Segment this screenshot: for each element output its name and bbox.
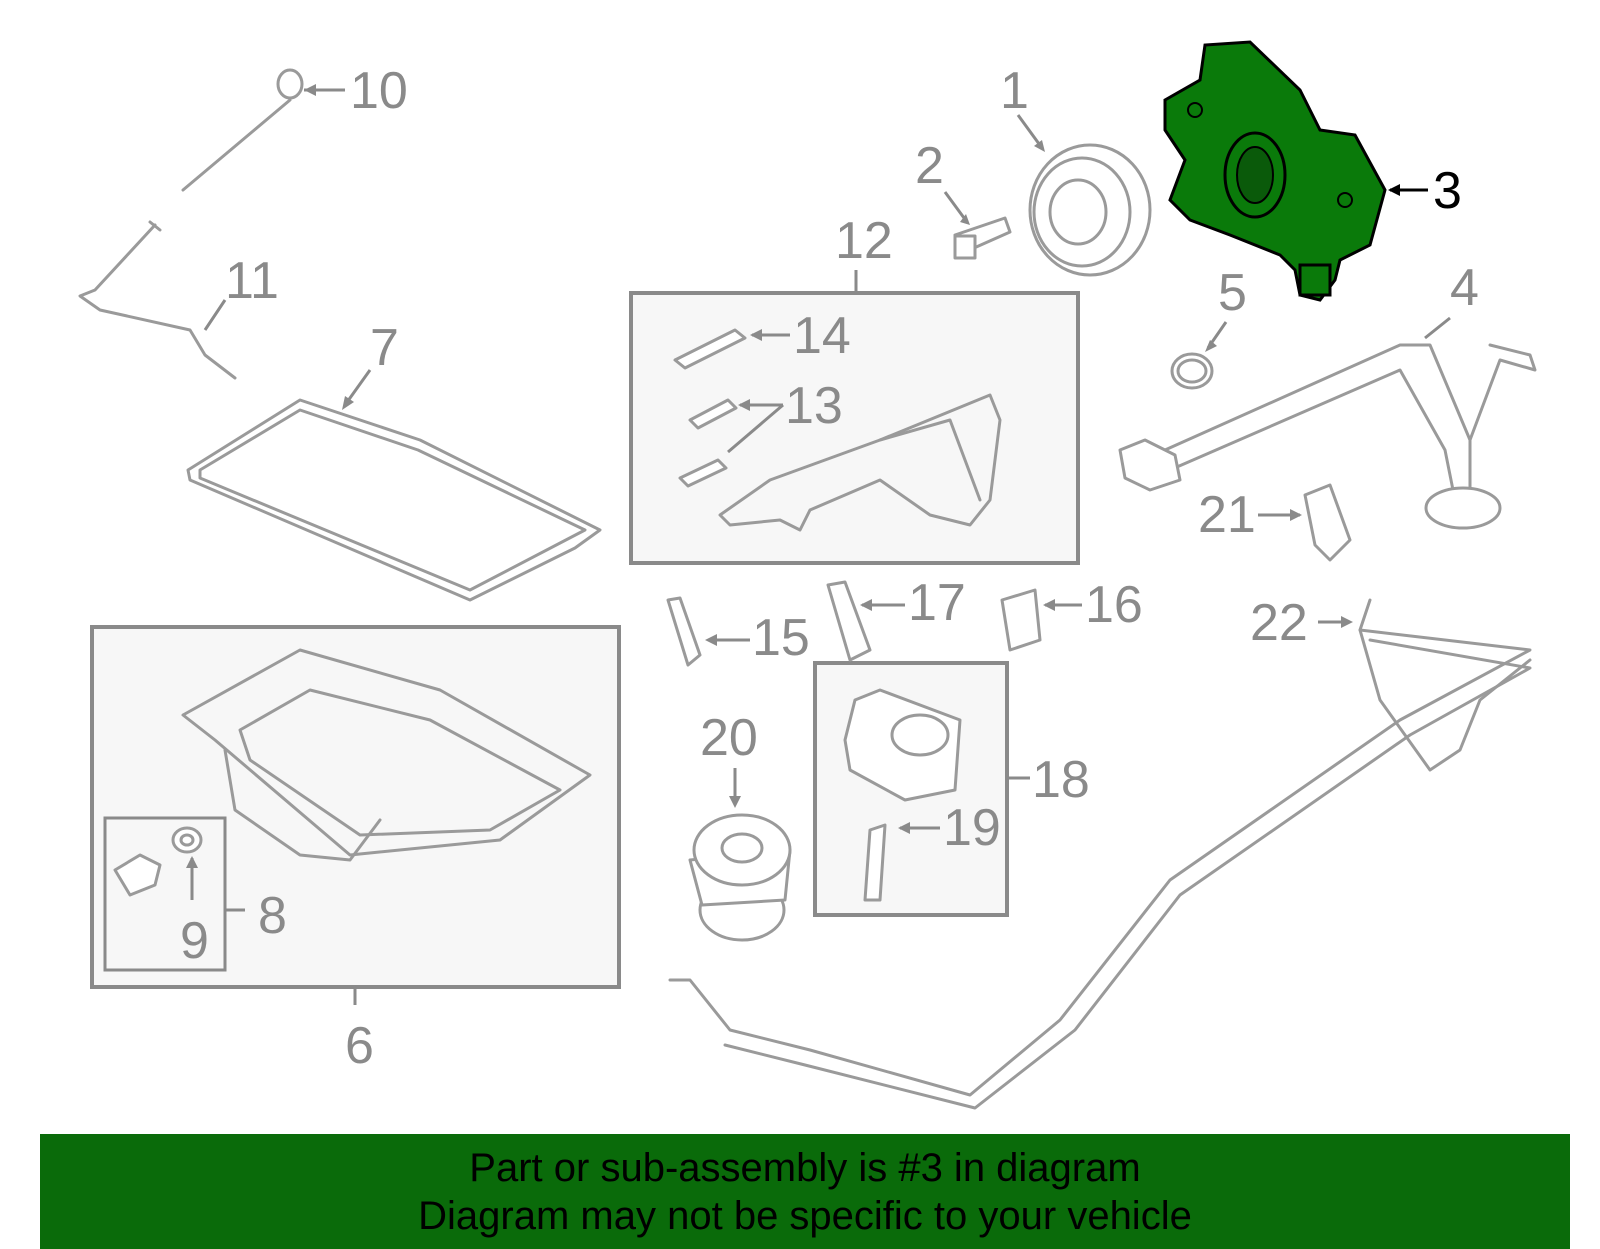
- bolt-part-2[interactable]: [943, 191, 1012, 260]
- group-box-8: [103, 816, 227, 972]
- adapter-part-16[interactable]: [1000, 588, 1082, 652]
- oil-pickup-part-12[interactable]: [718, 270, 1002, 532]
- wiring-harness-part-22[interactable]: [668, 598, 1532, 1110]
- drain-plug-part-9[interactable]: [113, 826, 245, 912]
- callout-16: 16: [1085, 576, 1143, 634]
- dipstick-part-10[interactable]: [181, 68, 345, 192]
- callout-10: 10: [350, 62, 408, 120]
- callout-1: 1: [1000, 62, 1029, 120]
- sensor-part-15[interactable]: [666, 596, 750, 667]
- dipstick-tube-part-11[interactable]: [78, 220, 237, 380]
- callout-5: 5: [1218, 264, 1247, 322]
- callout-22: 22: [1250, 594, 1308, 652]
- o-ring-part-5[interactable]: [1170, 321, 1228, 390]
- callout-9: 9: [180, 912, 209, 970]
- callout-18: 18: [1032, 751, 1090, 809]
- stud-part-19[interactable]: [863, 822, 940, 902]
- oil-pan-part-6[interactable]: [181, 648, 592, 1005]
- callout-12: 12: [835, 212, 893, 270]
- pressure-switch-part-17[interactable]: [826, 580, 905, 662]
- group-box-12: [629, 291, 1080, 565]
- callout-6: 6: [345, 1017, 374, 1075]
- sensor-part-21[interactable]: [1258, 483, 1352, 562]
- callout-3: 3: [1433, 162, 1462, 220]
- banner-line-part-number: Part or sub-assembly is #3 in diagram: [469, 1146, 1141, 1190]
- callout-20: 20: [700, 709, 758, 767]
- callout-19: 19: [943, 799, 1001, 857]
- oil-pump-part-3[interactable]: [1163, 40, 1428, 302]
- crankshaft-pulley-part-1[interactable]: [1016, 114, 1152, 277]
- callout-13: 13: [785, 377, 843, 435]
- callout-11: 11: [225, 252, 279, 310]
- oil-pickup-tube-part-4[interactable]: [1118, 316, 1537, 530]
- callout-8: 8: [258, 887, 287, 945]
- callout-15: 15: [752, 609, 810, 667]
- callout-2: 2: [915, 137, 944, 195]
- oil-pan-gasket-part-7[interactable]: [186, 369, 602, 602]
- oil-cooler-part-18[interactable]: [843, 688, 1030, 802]
- callout-17: 17: [908, 574, 966, 632]
- info-banner: Part or sub-assembly is #3 in diagram Di…: [40, 1134, 1570, 1249]
- o-ring-part-14[interactable]: [673, 328, 790, 370]
- callout-21: 21: [1198, 486, 1256, 544]
- callout-7: 7: [370, 319, 399, 377]
- o-ring-part-13[interactable]: [678, 398, 784, 488]
- banner-line-disclaimer: Diagram may not be specific to your vehi…: [418, 1194, 1192, 1238]
- oil-filter-part-20[interactable]: [688, 768, 792, 942]
- callout-4: 4: [1450, 259, 1479, 317]
- callout-14: 14: [793, 307, 851, 365]
